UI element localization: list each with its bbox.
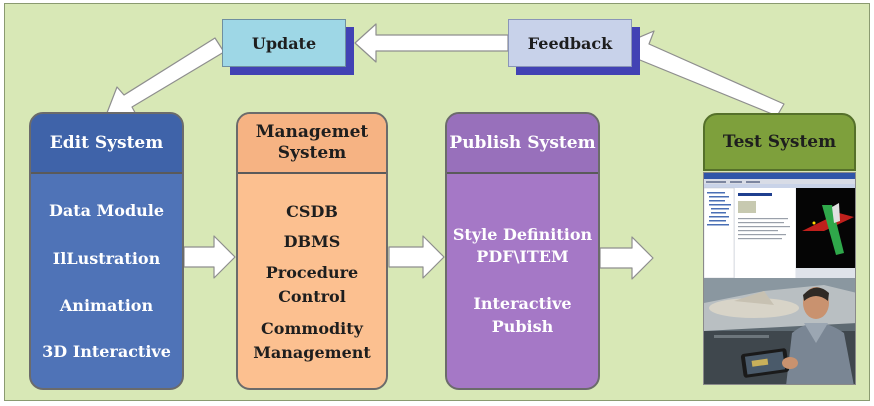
publish-item-style-definition: Style Definition [452, 225, 593, 244]
edit-system-title: Edit System [31, 114, 182, 174]
management-item-dbms: DBMS [283, 232, 341, 251]
test-system-screenshot [703, 172, 856, 385]
management-system-title: Managemet System [238, 114, 386, 174]
publish-system-title: Publish System [447, 114, 598, 174]
test-system-image [704, 173, 855, 384]
feedback-box: Feedback [508, 19, 632, 67]
test-system-title: Test System [703, 113, 856, 171]
update-label: Update [251, 33, 317, 53]
publish-system-column: Publish System Style Definition PDF\ITEM… [445, 112, 600, 390]
edit-item-animation: Animation [59, 296, 154, 315]
edit-item-illustration: IlLustration [52, 249, 161, 268]
management-title-line2: System [277, 143, 347, 163]
management-title-line1: Managemet [255, 122, 369, 142]
publish-system-items: Style Definition PDF\ITEM Interactive Pu… [447, 174, 598, 388]
publish-item-interactive: Interactive [473, 294, 572, 313]
update-box: Update [222, 19, 346, 67]
publish-item-pdf-item: PDF\ITEM [476, 247, 569, 266]
management-item-csdb: CSDB [286, 202, 338, 221]
edit-system-items: Data Module IlLustration Animation 3D In… [31, 174, 182, 388]
management-item-control: Control [278, 287, 346, 306]
arrow-feedback-to-update [354, 23, 509, 63]
edit-system-column: Edit System Data Module IlLustration Ani… [29, 112, 184, 390]
arrow-test-to-feedback [627, 30, 785, 117]
management-item-commodity: Commodity [261, 319, 363, 338]
arrow-management-to-publish [388, 235, 445, 279]
arrow-publish-to-test [599, 236, 654, 280]
management-system-column: Managemet System CSDB DBMS Procedure Con… [236, 112, 388, 390]
feedback-label: Feedback [527, 33, 613, 53]
arrow-update-to-edit [104, 37, 225, 119]
publish-item-pubish: Pubish [491, 317, 554, 336]
management-item-management: Management [253, 343, 371, 362]
management-system-items: CSDB DBMS Procedure Control Commodity Ma… [238, 174, 386, 388]
arrow-edit-to-management [183, 235, 236, 279]
edit-item-3d-interactive: 3D Interactive [42, 342, 171, 361]
edit-item-data-module: Data Module [48, 201, 165, 220]
management-item-procedure: Procedure [265, 263, 359, 282]
